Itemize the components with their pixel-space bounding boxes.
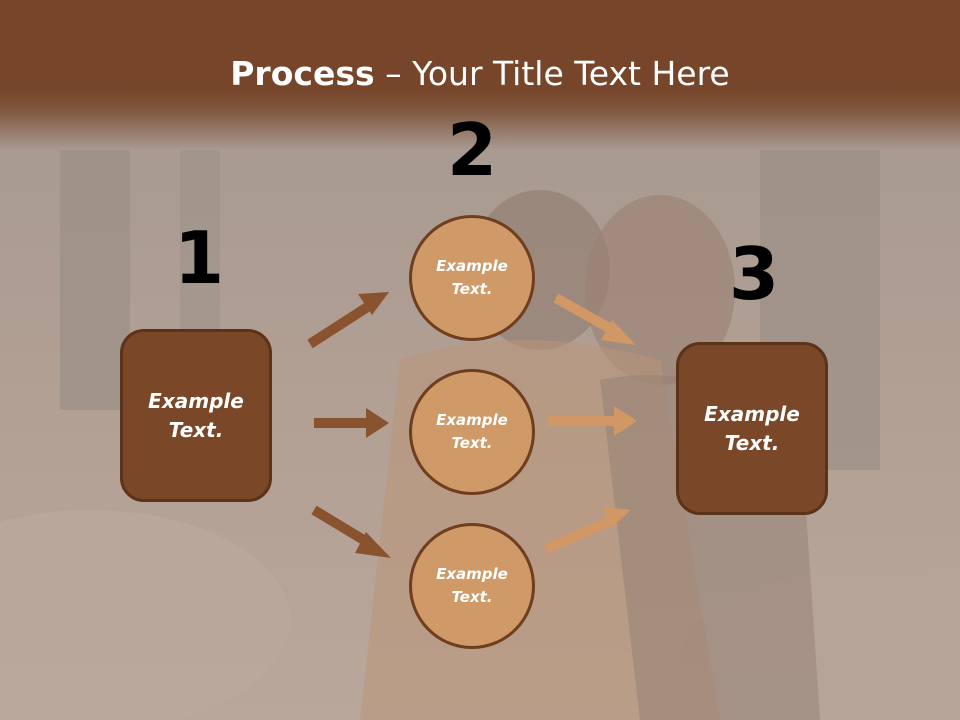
circle-top-line1: Example [436,257,508,275]
circle-middle: Example Text. [409,369,535,495]
circle-bottom: Example Text. [409,523,535,649]
left-box-line1: Example [148,388,244,413]
title-rest: – Your Title Text Here [374,54,730,93]
arrow-top-to-right [553,293,636,345]
circle-bottom-line2: Text. [451,588,493,606]
left-box-line2: Text. [168,417,224,442]
arrow-left-to-top [307,292,389,349]
slide-title: Process – Your Title Text Here [0,52,960,96]
arrow-bottom-to-right [543,507,631,554]
circle-bottom-line1: Example [436,565,508,583]
right-box-line1: Example [704,401,800,426]
arrow-middle-to-right [548,406,637,436]
left-box: Example Text. [120,329,272,502]
circle-middle-line2: Text. [451,434,493,452]
header-band [0,0,960,150]
arrow-left-to-middle [314,408,389,438]
right-box-line2: Text. [724,430,780,455]
step-number-2: 2 [446,108,498,192]
right-box: Example Text. [676,342,828,515]
step-number-3: 3 [728,232,780,316]
step-number-1: 1 [173,216,225,300]
circle-top-line2: Text. [451,280,493,298]
title-bold: Process [230,54,375,93]
circle-top: Example Text. [409,215,535,341]
arrow-left-to-bottom [311,505,391,558]
circle-middle-line1: Example [436,411,508,429]
